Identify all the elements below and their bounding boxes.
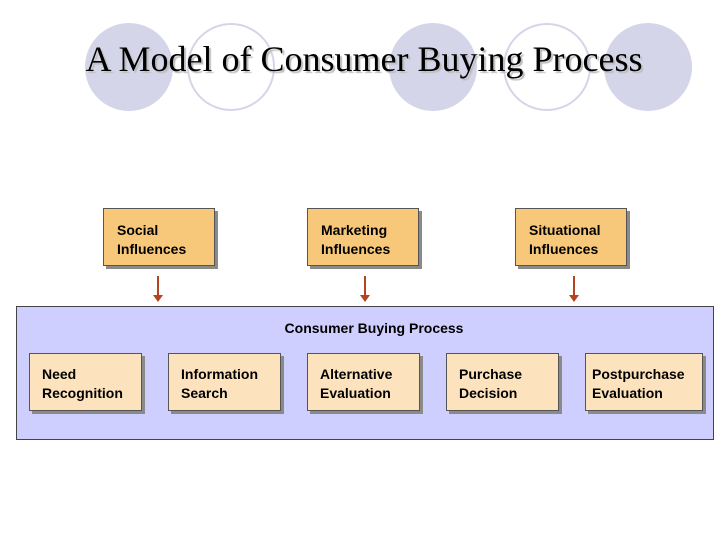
situational-influences-line2: Influences xyxy=(529,241,599,257)
situational-influences-line1: Situational xyxy=(529,222,601,238)
situational-arrow xyxy=(569,276,579,302)
stage-label-line2: Recognition xyxy=(42,385,123,401)
social-influences-line2: Influences xyxy=(117,241,187,257)
stage-alternative-evaluation: Alternative Evaluation xyxy=(307,353,420,411)
marketing-arrow xyxy=(360,276,370,302)
stage-label-line1: Purchase xyxy=(459,366,523,382)
stage-purchase-decision: Purchase Decision xyxy=(446,353,559,411)
decorative-circle-2 xyxy=(187,23,275,111)
situational-influences-box: Situational Influences xyxy=(515,208,627,266)
stage-label-line2: Evaluation xyxy=(592,385,663,401)
marketing-influences-line2: Influences xyxy=(321,241,391,257)
stage-label-line2: Evaluation xyxy=(320,385,391,401)
decorative-circle-3 xyxy=(389,23,477,111)
stage-label-line2: Search xyxy=(181,385,228,401)
stage-postpurchase-evaluation: Postpurchase Evaluation xyxy=(585,353,703,411)
process-title: Consumer Buying Process xyxy=(284,320,464,336)
stage-need-recognition: Need Recognition xyxy=(29,353,142,411)
stage-label-line1: Need xyxy=(42,366,77,382)
marketing-influences-box: Marketing Influences xyxy=(307,208,419,266)
stage-information-search: Information Search xyxy=(168,353,281,411)
stage-label-line1: Alternative xyxy=(320,366,393,382)
marketing-influences-line1: Marketing xyxy=(321,222,388,238)
decorative-circle-4 xyxy=(503,23,591,111)
slide-title: A Model of Consumer Buying Process xyxy=(85,39,643,79)
stage-label-line1: Postpurchase xyxy=(592,366,685,382)
decorative-circle-5 xyxy=(604,23,692,111)
social-arrow xyxy=(153,276,163,302)
social-influences-box: Social Influences xyxy=(103,208,215,266)
stage-label-line2: Decision xyxy=(459,385,518,401)
decorative-circle-1 xyxy=(85,23,173,111)
stage-label-line1: Information xyxy=(181,366,258,382)
social-influences-line1: Social xyxy=(117,222,159,238)
